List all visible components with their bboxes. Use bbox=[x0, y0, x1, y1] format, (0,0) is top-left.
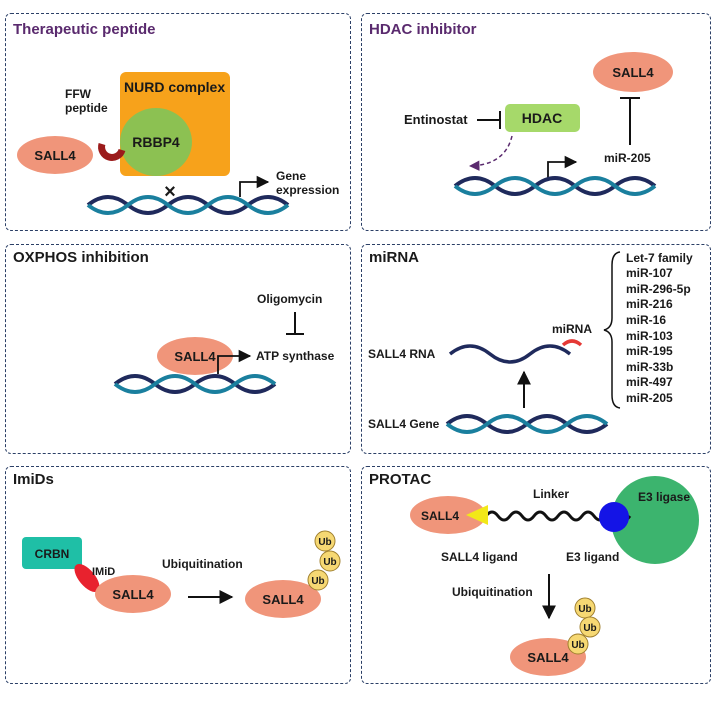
mirna-list-item: miR-205 bbox=[626, 391, 673, 405]
sall4-label-imid-left: SALL4 bbox=[112, 587, 154, 602]
e3-ligand-circle bbox=[599, 502, 629, 532]
panel-hdac-inhibitor bbox=[361, 13, 711, 231]
sall4-ellipse-oxphos bbox=[157, 337, 233, 375]
mirna-list-item: miR-16 bbox=[626, 313, 666, 327]
sall4-ellipse-protac bbox=[410, 496, 486, 534]
mir205-expression-arrow bbox=[547, 155, 578, 180]
mirna-label: miRNA bbox=[552, 322, 592, 336]
hdac-to-dna-dashed-arrow bbox=[468, 135, 513, 171]
imid-label: IMiD bbox=[92, 566, 115, 578]
ubiquitin-label: Ub bbox=[578, 604, 591, 615]
crbn-label: CRBN bbox=[35, 547, 70, 561]
oligomycin-label: Oligomycin bbox=[257, 292, 322, 306]
mir205-label: miR-205 bbox=[604, 151, 651, 165]
rbbp4-ellipse bbox=[120, 108, 192, 176]
mirna-group: Let-7 family miR-107 miR-296-5p miR-216 … bbox=[368, 251, 693, 434]
mirna-list-item: miR-33b bbox=[626, 360, 673, 374]
panel-title-hdac-inhibitor: HDAC inhibitor bbox=[369, 21, 477, 38]
panel-therapeutic-peptide bbox=[5, 13, 351, 231]
label-line: expression bbox=[276, 183, 339, 197]
entinostat-label: Entinostat bbox=[404, 112, 468, 127]
ubiquitin-circle bbox=[314, 530, 336, 552]
panel-title-imids: ImiDs bbox=[13, 471, 54, 488]
sall4-ligand-label: SALL4 ligand bbox=[441, 550, 518, 564]
rbbp4-label: RBBP4 bbox=[132, 134, 180, 150]
ubiquitin-circle bbox=[567, 633, 589, 655]
sall4-label-imid-right: SALL4 bbox=[262, 592, 304, 607]
hdac-box bbox=[505, 104, 580, 132]
ubiquitin-label: Ub bbox=[311, 576, 324, 587]
ubiquitin-circle bbox=[579, 616, 601, 638]
sall4-ellipse-imid-right bbox=[245, 580, 321, 618]
hdac-inhibitor-group: SALL4 miR-205 HDAC Entinostat bbox=[404, 52, 673, 196]
ubiquitin-label: Ub bbox=[318, 537, 331, 548]
sall4-label-protac: SALL4 bbox=[421, 509, 459, 523]
sall4-ellipse-peptide bbox=[17, 136, 93, 174]
ffw-peptide-shape bbox=[98, 142, 126, 161]
mirna-list-item: miR-216 bbox=[626, 297, 673, 311]
sall4-rna-strand bbox=[448, 344, 572, 364]
ubiquitin-circle bbox=[307, 569, 329, 591]
ubiquitination-label-protac: Ubiquitination bbox=[452, 585, 533, 599]
linker-label: Linker bbox=[533, 487, 569, 501]
sall4-rna-label: SALL4 RNA bbox=[368, 347, 436, 361]
mirna-arc bbox=[561, 339, 583, 347]
sall4-ellipse-hdac bbox=[593, 52, 673, 92]
e3-ligase-label: E3 ligase bbox=[638, 490, 690, 504]
sall4-ligand-triangle bbox=[466, 505, 488, 525]
ubiquitination-label-imid: Ubiquitination bbox=[162, 557, 243, 571]
hdac-label: HDAC bbox=[522, 110, 562, 126]
panel-title-oxphos-inhibition: OXPHOS inhibition bbox=[13, 249, 149, 266]
mirna-list-item: miR-103 bbox=[626, 329, 673, 343]
therapeutic-peptide-group: NURD complex RBBP4 FFW peptide SALL4 × G… bbox=[17, 72, 339, 215]
panel-imids bbox=[5, 466, 351, 684]
ubiquitin-label: Ub bbox=[571, 640, 584, 651]
mirna-list-brace bbox=[603, 251, 621, 409]
mirna-list-item: miR-296-5p bbox=[626, 282, 691, 296]
panel-mirna bbox=[361, 244, 711, 454]
mirna-list-item: miR-497 bbox=[626, 375, 673, 389]
nurd-complex-label: NURD complex bbox=[124, 79, 225, 95]
label-line: peptide bbox=[65, 101, 108, 115]
atp-synthase-label: ATP synthase bbox=[256, 349, 335, 363]
e3-ligand-label: E3 ligand bbox=[566, 550, 619, 564]
crbn-box bbox=[22, 537, 82, 569]
ubiquitin-label: Ub bbox=[323, 557, 336, 568]
panel-title-mirna: miRNA bbox=[369, 249, 420, 266]
imids-group: CRBN IMiD SALL4 Ubiquitination SALL4 Ub … bbox=[22, 530, 341, 618]
sall4-ellipse-imid-left bbox=[95, 575, 171, 613]
ubiquitin-circle bbox=[319, 550, 341, 572]
sall4-label-hdac: SALL4 bbox=[612, 65, 654, 80]
panel-title-therapeutic-peptide: Therapeutic peptide bbox=[13, 21, 156, 38]
sall4-label-oxphos: SALL4 bbox=[174, 349, 216, 364]
mirna-list-item: miR-107 bbox=[626, 266, 673, 280]
dna-helix-hdac bbox=[453, 176, 657, 196]
panel-oxphos-inhibition bbox=[5, 244, 351, 454]
mirna-list-item: miR-195 bbox=[626, 344, 673, 358]
dna-helix-mirna bbox=[445, 414, 609, 434]
gene-expression-label: Gene expression bbox=[276, 169, 339, 197]
ffw-peptide-label: FFW peptide bbox=[65, 87, 108, 115]
e3-ligase-circle bbox=[611, 476, 699, 564]
panel-protac bbox=[361, 466, 711, 684]
oxphos-group: Oligomycin ATP synthase SALL4 bbox=[113, 292, 335, 394]
gene-expression-arrow bbox=[239, 175, 270, 197]
sall4-gene-label: SALL4 Gene bbox=[368, 417, 440, 431]
block-mark: × bbox=[164, 181, 176, 203]
dna-helix-peptide bbox=[86, 195, 290, 215]
ubiquitin-label: Ub bbox=[583, 623, 596, 634]
sall4-ellipse-protac-degraded bbox=[510, 638, 586, 676]
sall4-label-peptide: SALL4 bbox=[34, 148, 76, 163]
atp-synthase-arrow bbox=[217, 349, 252, 374]
dna-helix-oxphos bbox=[113, 374, 277, 394]
imid-shape bbox=[74, 563, 100, 593]
panel-title-protac: PROTAC bbox=[369, 471, 432, 488]
protac-group: E3 ligase Linker SALL4 SALL4 ligand E3 l… bbox=[410, 476, 699, 676]
sall4-label-protac-degraded: SALL4 bbox=[527, 650, 569, 665]
mirna-list-item: Let-7 family bbox=[626, 251, 693, 265]
